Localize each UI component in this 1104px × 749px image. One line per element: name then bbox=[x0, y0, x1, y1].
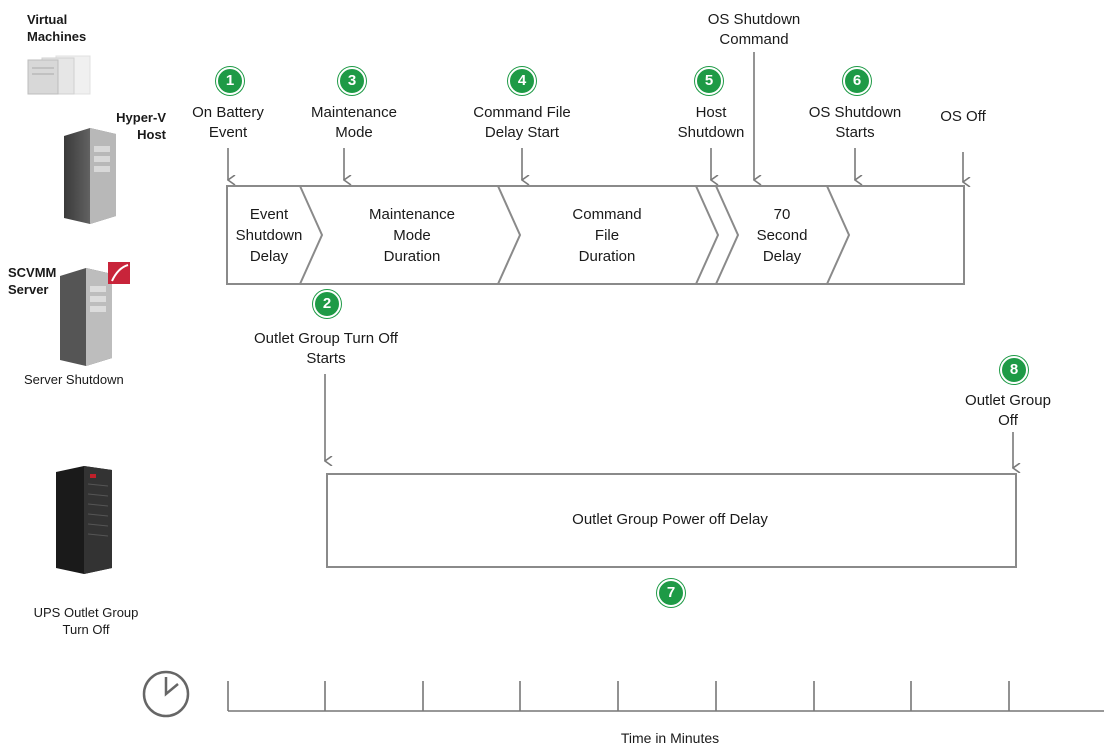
server-shutdown-label: Server Shutdown bbox=[24, 372, 124, 387]
clock-icon bbox=[142, 670, 190, 718]
outlet-group-box bbox=[326, 473, 1017, 568]
time-axis bbox=[227, 681, 1104, 712]
segment-70-second-delay: 70 Second Delay bbox=[756, 206, 808, 265]
segment-event-shutdown-delay: Event Shutdown Delay bbox=[235, 206, 303, 265]
process-box bbox=[226, 185, 965, 285]
axis-label: Time in Minutes bbox=[620, 730, 720, 746]
step-badge-7: 7 bbox=[657, 579, 685, 607]
step-badge-1: 1 bbox=[216, 67, 244, 95]
step-badge-2: 2 bbox=[313, 290, 341, 318]
outlet-group-power-off-label: Outlet Group Power off Delay bbox=[572, 511, 768, 528]
step-badge-6: 6 bbox=[843, 67, 871, 95]
hyper-v-host-label: Hyper-V Host bbox=[116, 110, 166, 142]
event-label-host-shutdown: Host Shutdown bbox=[677, 104, 745, 141]
step-badge-3: 3 bbox=[338, 67, 366, 95]
step-badge-4: 4 bbox=[508, 67, 536, 95]
event-label-os-shutdown-command: OS Shutdown Command bbox=[707, 11, 801, 48]
segment-command-file-duration: Command File Duration bbox=[572, 206, 642, 265]
event-label-outlet-group-off: Outlet Group Off bbox=[965, 392, 1051, 429]
event-label-os-shutdown-starts: OS Shutdown Starts bbox=[808, 104, 902, 141]
virtual-machines-label: Virtual Machines bbox=[27, 12, 87, 44]
scvmm-server-icon bbox=[58, 262, 134, 366]
event-label-on-battery: On Battery Event bbox=[192, 104, 264, 141]
event-label-command-file-delay: Command File Delay Start bbox=[473, 104, 571, 141]
virtual-machines-icon bbox=[26, 52, 96, 98]
event-label-maintenance-mode: Maintenance Mode bbox=[311, 104, 397, 141]
event-label-outlet-turn-off-starts: Outlet Group Turn Off Starts bbox=[254, 330, 398, 367]
ups-icon bbox=[54, 464, 116, 576]
scvmm-server-label: SCVMM Server bbox=[8, 265, 57, 297]
event-label-os-off: OS Off bbox=[940, 108, 986, 125]
segment-maintenance-mode-duration: Maintenance Mode Duration bbox=[369, 206, 455, 265]
step-badge-5: 5 bbox=[695, 67, 723, 95]
step-badge-8: 8 bbox=[1000, 356, 1028, 384]
ups-outlet-group-label: UPS Outlet Group Turn Off bbox=[33, 605, 139, 637]
hyper-v-server-icon bbox=[60, 126, 120, 226]
